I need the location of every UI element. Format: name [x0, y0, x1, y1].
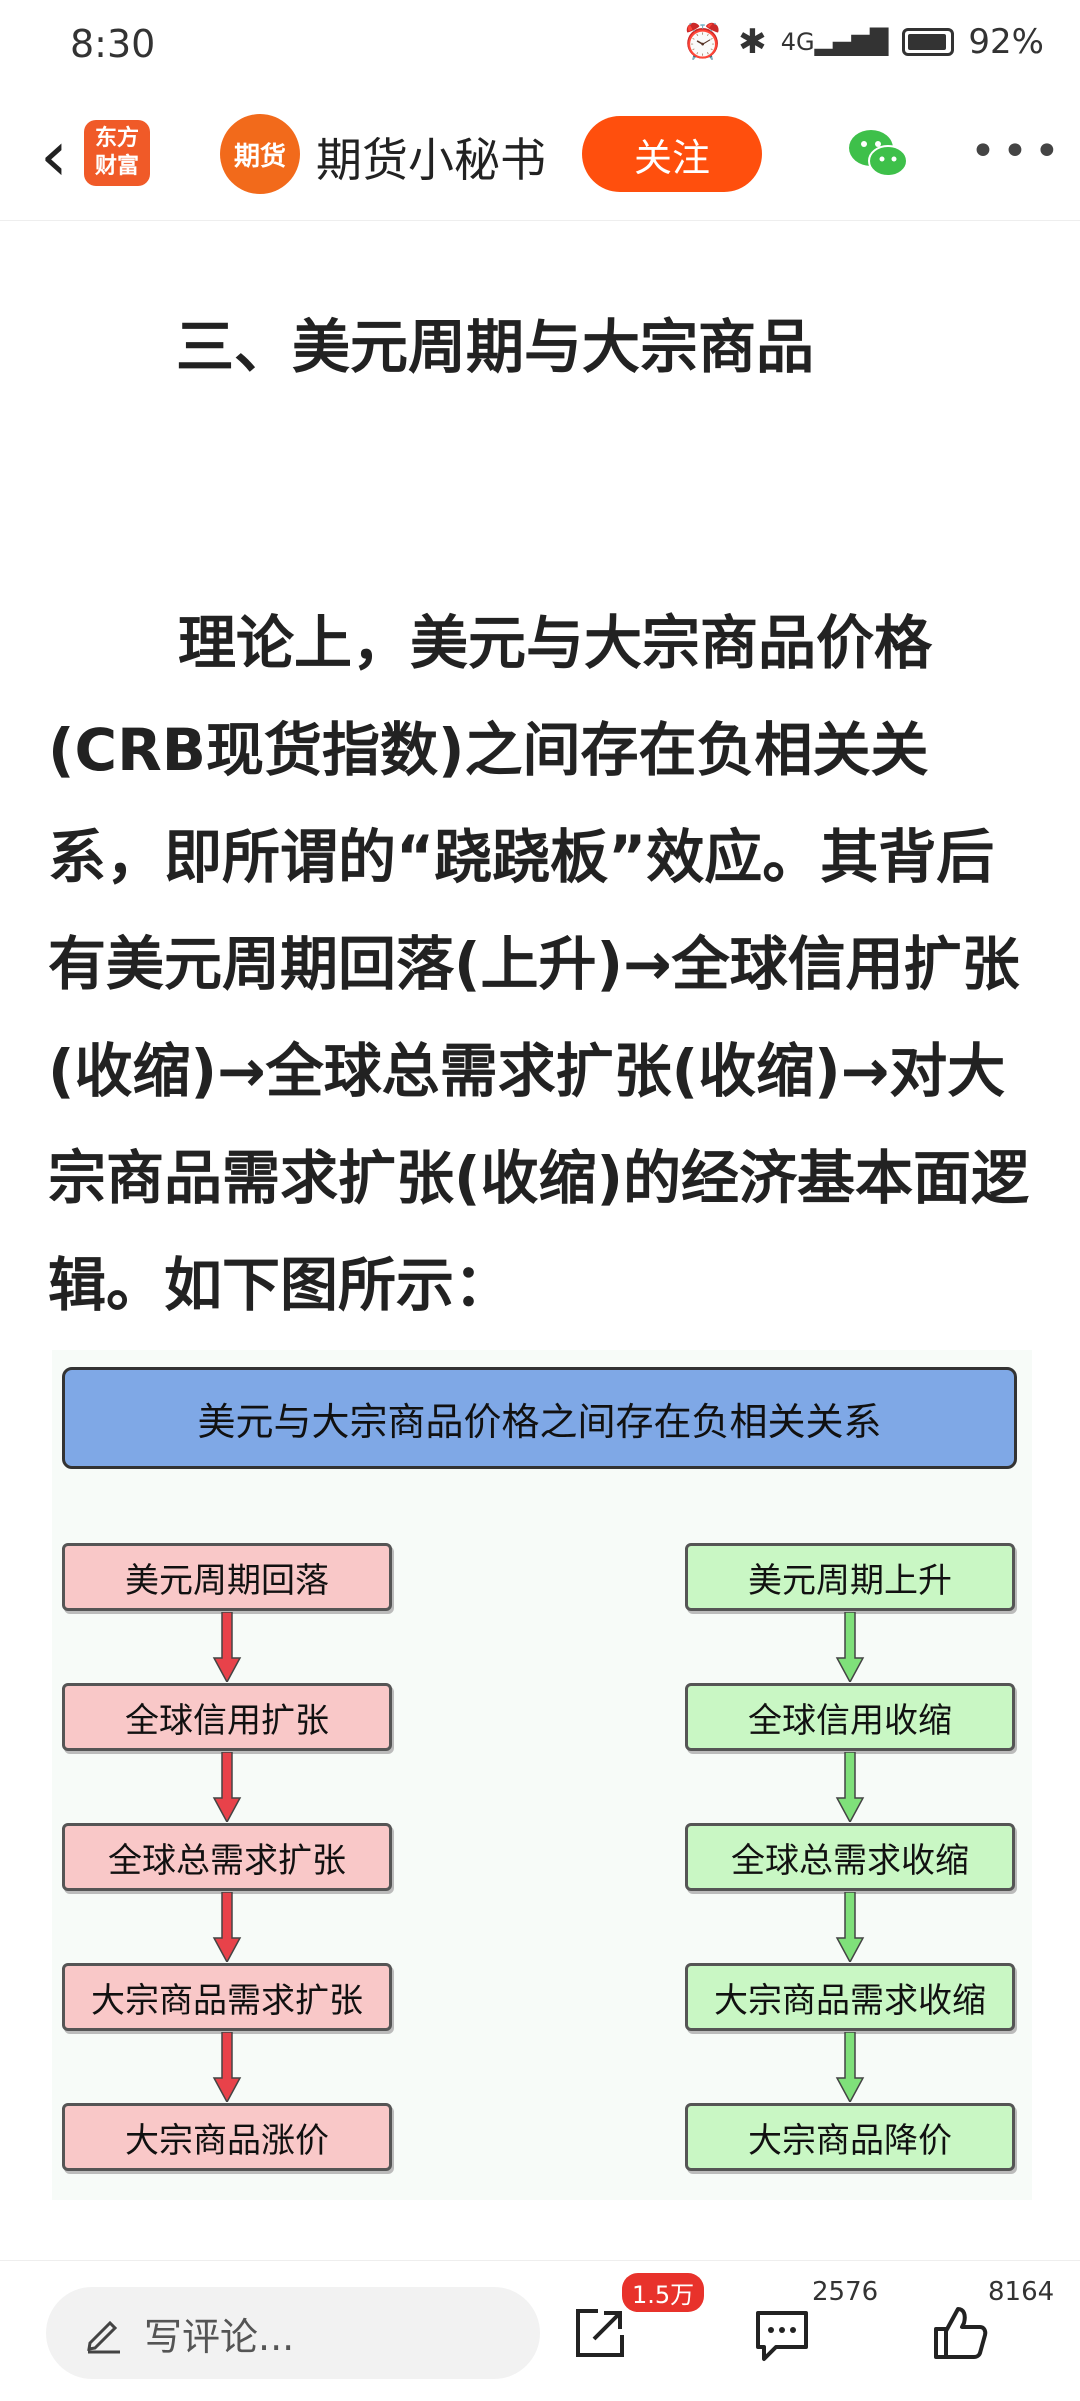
- account-name[interactable]: 期货小秘书: [316, 133, 546, 187]
- app-logo-line1: 东方: [94, 126, 139, 151]
- back-arrow-icon[interactable]: ‹: [40, 115, 68, 197]
- comment-count: 2576: [812, 2277, 879, 2307]
- diagram-title-box: 美元与大宗商品价格之间存在负相关关系: [62, 1367, 1017, 1469]
- battery-icon: [902, 28, 955, 56]
- status-time: 8:30: [70, 22, 156, 66]
- right-step-4: 大宗商品需求收缩: [685, 1963, 1015, 2031]
- comment-icon[interactable]: [752, 2305, 812, 2365]
- left-step-1: 美元周期回落: [62, 1543, 392, 1611]
- like-count: 8164: [988, 2277, 1055, 2307]
- right-step-3: 全球总需求收缩: [685, 1823, 1015, 1891]
- share-count-badge: 1.5万: [622, 2273, 705, 2312]
- comment-input[interactable]: 写评论...: [46, 2287, 540, 2379]
- alarm-icon: ⏰: [681, 22, 725, 62]
- left-arrow-2: [212, 1752, 242, 1822]
- status-icons: ⏰ ✱ 4G▂▄▆█ 92%: [682, 22, 1044, 62]
- right-arrow-4: [835, 2032, 865, 2102]
- top-nav: ‹ 东方 财富 期货 期货小秘书 关注 •••: [0, 96, 1080, 221]
- left-step-4: 大宗商品需求扩张: [62, 1963, 392, 2031]
- right-step-5: 大宗商品降价: [685, 2103, 1015, 2171]
- account-avatar[interactable]: 期货: [220, 114, 300, 194]
- follow-button[interactable]: 关注: [582, 116, 762, 192]
- account-avatar-text: 期货: [233, 141, 286, 172]
- status-bar: 8:30 ⏰ ✱ 4G▂▄▆█ 92%: [0, 0, 1080, 96]
- section-title: 三、美元周期与大宗商品: [176, 313, 815, 381]
- article-paragraph: 理论上，美元与大宗商品价格(CRB现货指数)之间存在负相关关系，即所谓的“跷跷板…: [48, 609, 1030, 1319]
- left-step-3: 全球总需求扩张: [62, 1823, 392, 1891]
- more-options-icon[interactable]: •••: [970, 126, 1066, 177]
- share-icon[interactable]: [570, 2303, 630, 2363]
- right-step-2: 全球信用收缩: [685, 1683, 1015, 1751]
- left-step-5: 大宗商品涨价: [62, 2103, 392, 2171]
- right-arrow-3: [835, 1892, 865, 1962]
- left-arrow-4: [212, 2032, 242, 2102]
- pen-icon: [87, 2320, 120, 2354]
- bluetooth-icon: ✱: [738, 22, 767, 62]
- bottom-action-bar: 写评论... 1.5万 2576 8164: [0, 2260, 1080, 2401]
- left-arrow-1: [212, 1612, 242, 1682]
- like-icon[interactable]: [930, 2303, 990, 2363]
- right-arrow-1: [835, 1612, 865, 1682]
- right-arrow-2: [835, 1752, 865, 1822]
- right-step-1: 美元周期上升: [685, 1543, 1015, 1611]
- flow-diagram: 美元与大宗商品价格之间存在负相关关系 美元周期回落 全球信用扩张 全球总需求扩张…: [52, 1350, 1032, 2200]
- left-arrow-3: [212, 1892, 242, 1962]
- comment-placeholder: 写评论...: [144, 2314, 295, 2359]
- left-step-2: 全球信用扩张: [62, 1683, 392, 1751]
- signal-icon: 4G▂▄▆█: [780, 28, 889, 56]
- wechat-share-icon[interactable]: [846, 126, 910, 182]
- app-logo[interactable]: 东方 财富: [84, 120, 150, 186]
- battery-percent: 92%: [968, 22, 1044, 62]
- app-logo-line2: 财富: [94, 154, 139, 179]
